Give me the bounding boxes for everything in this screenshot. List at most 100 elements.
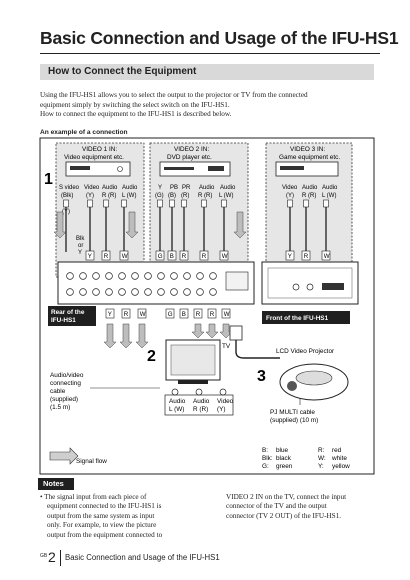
rear-output-jack	[183, 288, 191, 296]
cable-plug	[121, 199, 127, 208]
tv-input-jack	[219, 388, 227, 396]
v2-header-y: Y	[158, 185, 162, 191]
out-left-box	[137, 308, 147, 319]
v2-plug-box	[179, 250, 189, 261]
tv-stand	[178, 380, 208, 384]
flow-arrow	[53, 211, 67, 239]
step-3-number: 3	[257, 368, 266, 385]
game-console-slot	[280, 166, 304, 170]
cable-plug	[287, 199, 293, 208]
v1-color-w: L (W)	[122, 193, 136, 199]
v3-color-y: (Y)	[286, 193, 294, 199]
v2-plug-letter: W	[222, 253, 228, 260]
video-deck-knob	[117, 166, 123, 172]
av-cable-line: (1.5 m)	[50, 404, 70, 411]
tv-input-video-1: Video	[217, 398, 234, 405]
flow-arrow	[125, 211, 139, 239]
v1-plug-box	[119, 250, 129, 261]
footer-prefix: GB	[40, 553, 48, 559]
note-line: output from the equipment connected to	[47, 530, 163, 539]
front-label-box	[262, 311, 350, 324]
cable-plug	[157, 199, 163, 208]
legend-key-r: R:	[318, 447, 325, 454]
tv-input-audio-l-1: Audio	[169, 398, 186, 405]
tv-input-panel	[164, 394, 234, 416]
section-title: How to Connect the Equipment	[48, 66, 197, 77]
rear-input-jack	[196, 272, 204, 280]
out-mid-box	[221, 308, 231, 319]
front-label: Front of the IFU-HS1	[266, 315, 329, 322]
out-left-box	[105, 308, 115, 319]
rear-label-line2: IFU-HS1	[51, 317, 76, 324]
tv-inputs	[171, 388, 227, 396]
v2-color-g: (G)	[155, 193, 164, 199]
legend-key-blk: Blk:	[262, 455, 273, 462]
dvd-display	[208, 166, 224, 171]
notes-left-column: • The signal input from each piece of eq…	[40, 493, 210, 540]
v1-plug-letter: W	[122, 253, 128, 260]
out-mid-box	[193, 308, 203, 319]
rear-output-panel	[225, 271, 249, 291]
rear-input-jack	[131, 272, 139, 280]
rear-output-jack	[118, 288, 126, 296]
out-mid-box	[165, 308, 175, 319]
diagram-frame	[39, 137, 375, 475]
note-line: only. For example, to view the picture	[47, 521, 157, 530]
cable-plug	[221, 199, 227, 208]
cable-plug	[181, 199, 187, 208]
v1-plug-box	[85, 250, 95, 261]
blk-or-y-label: Blk or Y	[76, 236, 85, 256]
rear-input-jack	[66, 272, 74, 280]
rear-jacks	[66, 272, 217, 296]
out-mid-letter: B	[182, 311, 186, 318]
dvd-player-device	[159, 161, 231, 177]
tv-input-labels: Audio L (W) Audio R (R) Video (Y)	[169, 398, 234, 413]
rear-output-jack	[170, 288, 178, 296]
tv-input-audio-r-2: R (R)	[193, 406, 208, 413]
intro-line: equipment simply by switching the select…	[40, 100, 230, 109]
out-mid-box	[207, 308, 217, 319]
video-deck-slot	[70, 166, 90, 170]
tv-input-audio-l-2: L (W)	[169, 406, 184, 413]
legend-val-blue: blue	[276, 447, 289, 454]
rear-output-jack	[196, 288, 204, 296]
page-title: Basic Connection and Usage of the IFU-HS…	[40, 28, 399, 54]
signal-flow-icon	[49, 447, 79, 465]
video3-sub: Game equipment etc.	[279, 154, 340, 161]
rear-input-jack	[144, 272, 152, 280]
rear-input-jack	[183, 272, 191, 280]
rear-output-jack	[105, 288, 113, 296]
note-line: VIDEO 2 IN on the TV, connect the input	[226, 493, 347, 501]
v2-header-audio-l: Audio	[220, 185, 236, 191]
section-header: How to Connect the Equipment	[40, 64, 374, 80]
out-mid-letter: R	[210, 311, 215, 318]
cable-plug	[87, 199, 93, 208]
legend-val-yellow: yellow	[332, 463, 350, 470]
y-label: Y	[78, 250, 82, 256]
cable-plug	[303, 199, 309, 208]
v2-header-pb: PB	[170, 185, 178, 191]
v3-plug-letter: R	[304, 253, 309, 260]
out-left-letter: R	[124, 311, 129, 318]
flow-arrow	[219, 323, 233, 339]
tv-input-jack	[171, 388, 179, 396]
flow-arrow	[135, 323, 149, 349]
v3-color-w: L (W)	[322, 193, 336, 199]
v1-plug-letter: R	[104, 253, 109, 260]
video1-sub: Video equipment etc.	[64, 154, 124, 161]
ifu-rear-unit	[57, 261, 255, 305]
pj-cable-line1: PJ MULTI cable	[270, 409, 315, 416]
av-cable-line: (supplied)	[50, 396, 78, 403]
example-label: An example of a connection	[40, 129, 128, 136]
out-mid-letter: R	[196, 311, 201, 318]
v3-color-r: R (R)	[302, 193, 316, 199]
video2-sub: DVD player etc.	[167, 154, 212, 161]
v2-color-r: (R)	[181, 193, 189, 199]
video2-connector-labels: Y PB PR Audio Audio (G) (B) (R) R (R) L …	[155, 185, 236, 199]
v1-header-svideo: S video	[59, 185, 80, 191]
rear-input-jack	[105, 272, 113, 280]
dvd-tray	[164, 167, 194, 170]
rear-output-jack	[209, 288, 217, 296]
